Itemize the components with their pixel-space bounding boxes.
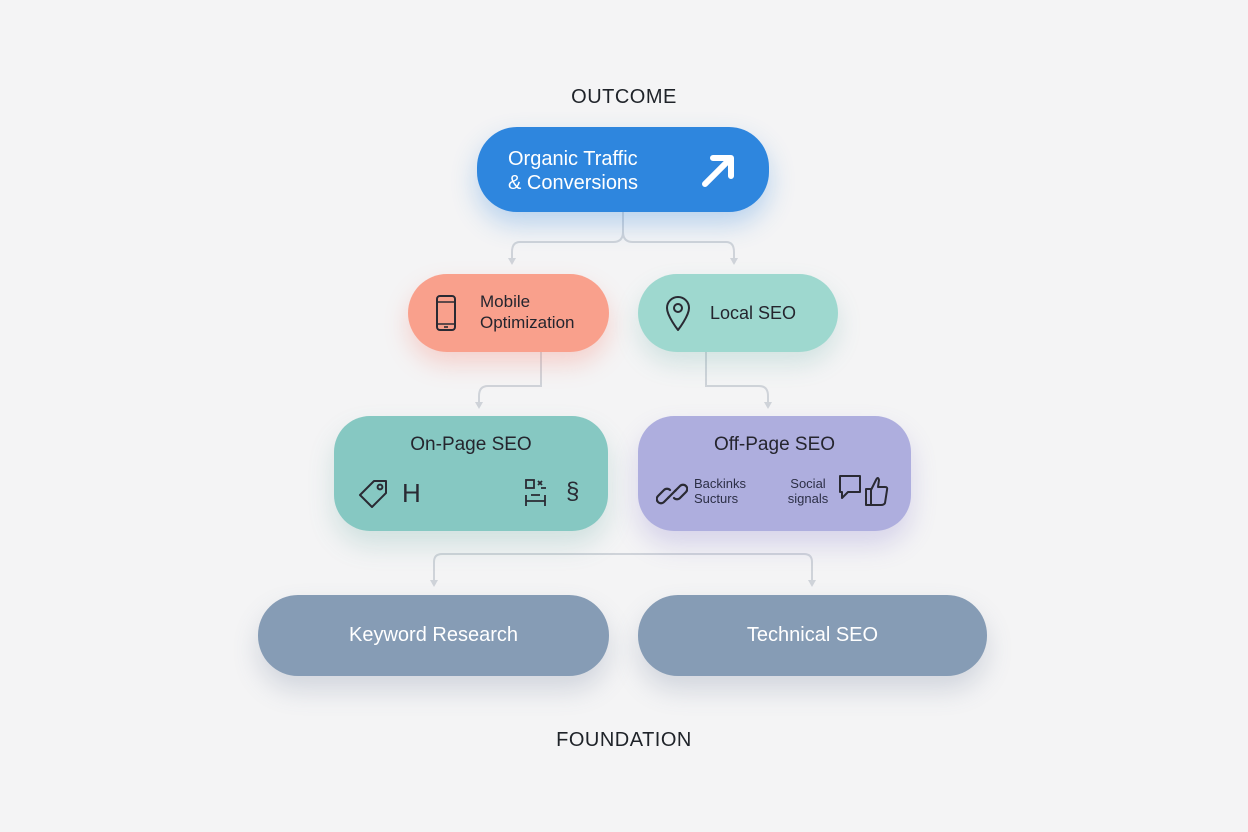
keyword-research-label: Keyword Research [349, 624, 518, 646]
connector-bottom [433, 553, 813, 580]
heading-icon: H [402, 478, 421, 508]
off-page-seo-title: Off-Page SEO [713, 434, 836, 455]
map-pin-icon [666, 296, 690, 331]
foundation-heading: FOUNDATION [556, 729, 692, 751]
mobile-label-line2: Optimization [480, 313, 575, 332]
structure-icon [525, 479, 546, 506]
off-page-seo-node: Off-Page SEO Backinks Sucturs Social sig… [638, 416, 911, 531]
organic-traffic-label-line1: Organic Traffic [508, 148, 638, 170]
organic-traffic-label-line2: & Conversions [508, 172, 639, 194]
connector-middle [478, 352, 769, 402]
chat-like-icon [839, 475, 889, 506]
social-label-line1: Social [790, 476, 826, 491]
connector-top [511, 212, 735, 258]
arrow-up-right-icon [702, 155, 734, 187]
mobile-optimization-node: Mobile Optimization [408, 274, 609, 352]
on-page-seo-node: On-Page SEO H § [334, 416, 608, 531]
local-seo-label: Local SEO [710, 303, 797, 323]
technical-seo-label: Technical SEO [746, 624, 879, 646]
on-page-seo-title: On-Page SEO [410, 434, 532, 455]
smartphone-icon [436, 295, 456, 331]
outcome-heading: OUTCOME [571, 86, 677, 108]
social-label-line2: signals [787, 491, 829, 506]
link-icon [656, 483, 688, 505]
keyword-research-node: Keyword Research [258, 595, 609, 676]
technical-seo-node: Technical SEO [638, 595, 987, 676]
script-icon: § [566, 478, 580, 505]
tag-icon [359, 480, 387, 508]
backlinks-label-line1: Backinks [694, 476, 747, 491]
local-seo-node: Local SEO [638, 274, 838, 352]
mobile-label-line1: Mobile [480, 292, 531, 311]
backlinks-label-line2: Sucturs [694, 491, 739, 506]
organic-traffic-node: Organic Traffic & Conversions [477, 127, 769, 212]
